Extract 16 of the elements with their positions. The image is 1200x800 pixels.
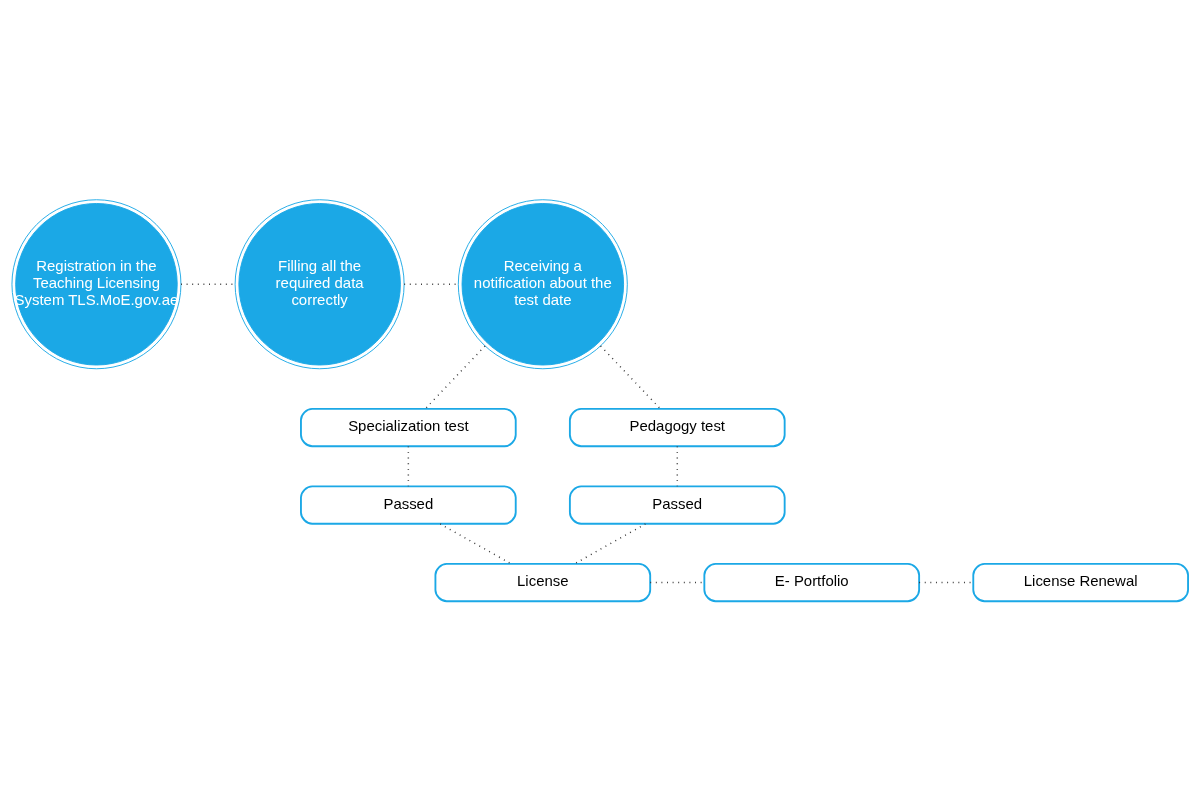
connector	[918, 581, 974, 583]
node-box: Passed	[300, 484, 517, 525]
node-box: License Renewal	[972, 562, 1189, 602]
connector	[439, 522, 512, 565]
node-box: License	[434, 562, 652, 602]
connector	[403, 283, 459, 285]
connector	[424, 344, 486, 410]
node-box: E- Portfolio	[703, 562, 921, 602]
node-circle: Registration in the Teaching Licensing System TLS.MoE.gov.ae	[11, 198, 182, 369]
connector	[573, 522, 647, 565]
connector	[649, 581, 705, 583]
node-box: Pedagogy test	[568, 407, 786, 447]
connector	[599, 344, 662, 410]
node-box: Specialization test	[300, 407, 517, 447]
node-circle: Filling all the required data correctly	[234, 198, 405, 369]
node-box: Passed	[568, 484, 786, 525]
